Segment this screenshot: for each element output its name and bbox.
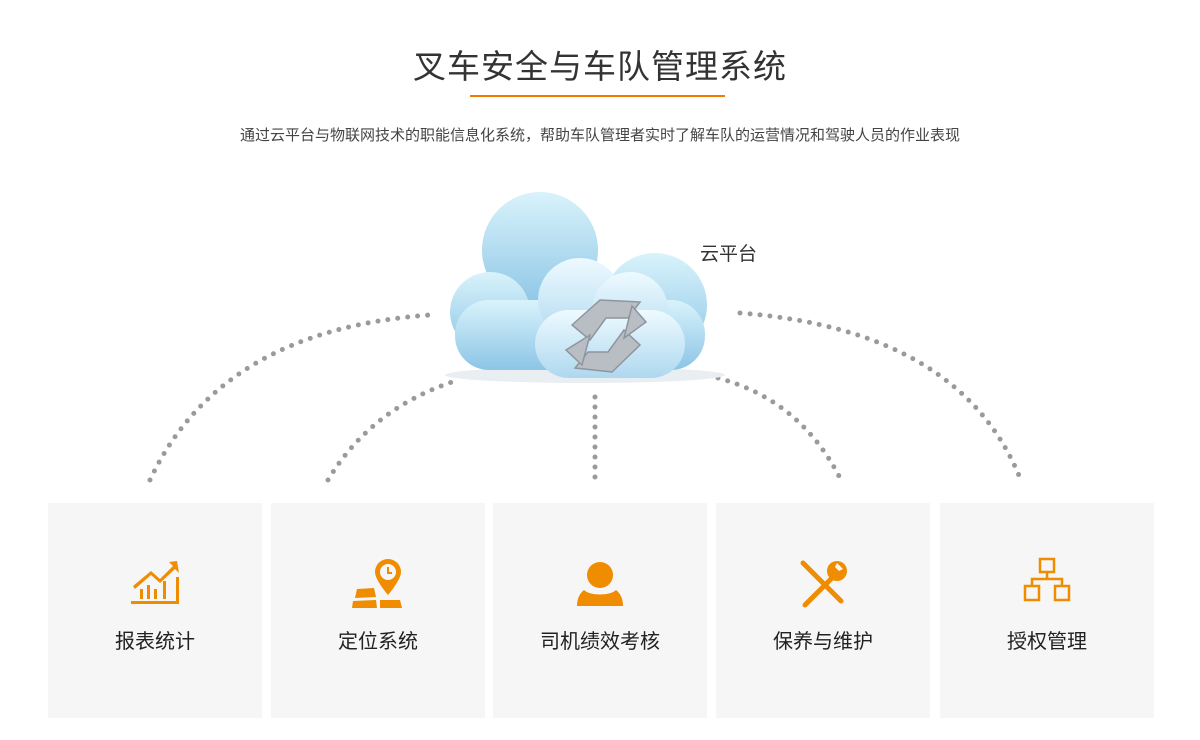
feature-card-authorization[interactable]: 授权管理 — [940, 503, 1154, 718]
hierarchy-icon — [1023, 557, 1071, 602]
feature-label: 司机绩效考核 — [540, 629, 660, 653]
feature-card-location[interactable]: 定位系统 — [271, 503, 485, 718]
dotted-link-1 — [147, 312, 433, 483]
page-title: 叉车安全与车队管理系统 — [413, 47, 787, 86]
tools-icon — [800, 560, 847, 608]
cloud-platform-label: 云平台 — [700, 243, 758, 265]
user-icon — [577, 562, 623, 606]
feature-label: 定位系统 — [338, 629, 418, 653]
feature-label: 保养与维护 — [773, 629, 873, 653]
map-location-icon — [352, 559, 402, 608]
chart-growth-icon — [131, 561, 179, 604]
page-subtitle: 通过云平台与物联网技术的职能信息化系统，帮助车队管理者实时了解车队的运营情况和驾… — [239, 126, 960, 144]
dotted-link-2 — [325, 379, 455, 483]
cloud-icon — [445, 192, 725, 383]
feature-label: 报表统计 — [115, 629, 195, 653]
dotted-link-5 — [737, 310, 1023, 481]
sync-icon — [564, 299, 648, 373]
feature-card-maintenance[interactable]: 保养与维护 — [716, 503, 930, 718]
feature-card-driver-performance[interactable]: 司机绩效考核 — [493, 503, 707, 718]
dotted-link-4 — [715, 375, 843, 481]
feature-card-reports[interactable]: 报表统计 — [48, 503, 262, 718]
feature-label: 授权管理 — [1007, 629, 1087, 653]
title-underline — [470, 95, 725, 97]
